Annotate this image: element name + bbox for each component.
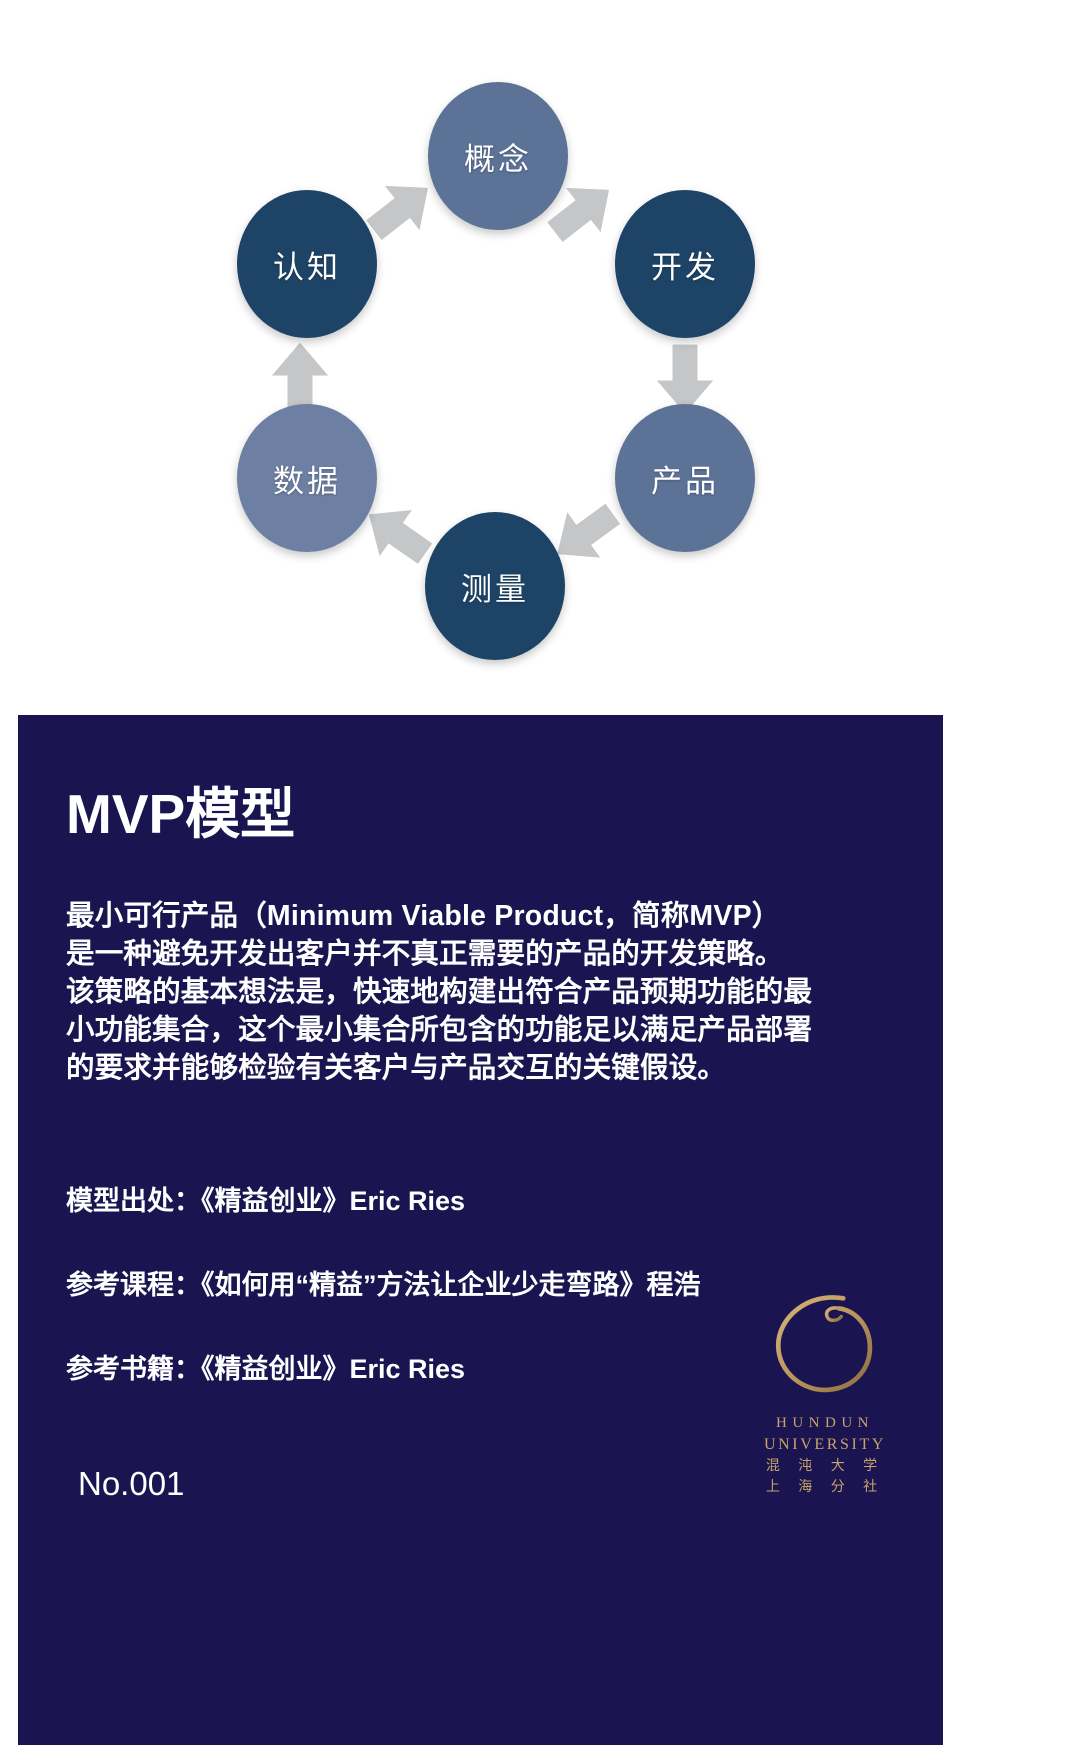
content-panel: MVP模型 最小可行产品（Minimum Viable Product，简称MV… [18, 715, 943, 1745]
diagram-node-data[interactable]: 数据 [237, 404, 377, 552]
reference-model-source: 模型出处：《精益创业》Eric Ries [66, 1186, 466, 1216]
arrow-data-to-learn-icon [261, 338, 339, 416]
diagram-node-product-label: 产品 [651, 463, 719, 500]
diagram-node-develop-label: 开发 [651, 249, 719, 286]
hundun-university-logo: HUNDUN UNIVERSITY 混 沌 大 学 上 海 分 社 [745, 1280, 905, 1498]
diagram-node-learn[interactable]: 认知 [237, 190, 377, 338]
mvp-cycle-diagram: 概念 开发 产品 测量 数据 认知 [18, 0, 943, 793]
diagram-node-learn-label: 认知 [273, 249, 341, 286]
page-title: MVP模型 [66, 783, 296, 845]
enso-circle-icon [761, 1280, 889, 1402]
logo-line-hundun-cn: 混 沌 大 学 [765, 1458, 885, 1474]
logo-line-hundun: HUNDUN [776, 1415, 874, 1431]
diagram-stage: 概念 开发 产品 测量 数据 认知 [18, 0, 943, 793]
body-description: 最小可行产品（Minimum Viable Product，简称MVP） 是一种… [66, 897, 926, 1087]
arrow-measure-to-data-icon [358, 495, 436, 573]
diagram-node-concept[interactable]: 概念 [428, 82, 568, 230]
logo-line-branch-cn: 上 海 分 社 [765, 1479, 885, 1495]
arrow-product-to-measure-icon [546, 495, 624, 573]
diagram-node-develop[interactable]: 开发 [615, 190, 755, 338]
body-line: 小功能集合，这个最小集合所包含的功能足以满足产品部署 [66, 1014, 813, 1046]
arrow-develop-to-product-icon [646, 340, 724, 418]
reference-course: 参考课程：《如何用“精益”方法让企业少走弯路》程浩 [66, 1270, 701, 1300]
diagram-node-concept-label: 概念 [464, 141, 532, 178]
body-line: 的要求并能够检验有关客户与产品交互的关键假设。 [66, 1052, 727, 1084]
diagram-node-product[interactable]: 产品 [615, 404, 755, 552]
body-line: 是一种避免开发出客户并不真正需要的产品的开发策略。 [66, 938, 784, 970]
arrow-learn-to-concept-icon [362, 170, 440, 248]
reference-list: 模型出处：《精益创业》Eric Ries 参考课程：《如何用“精益”方法让企业少… [66, 1179, 886, 1431]
diagram-node-measure-label: 测量 [461, 571, 529, 608]
page-number: No.001 [78, 1465, 185, 1502]
body-line: 该策略的基本想法是，快速地构建出符合产品预期功能的最 [66, 976, 813, 1008]
body-line: 最小可行产品（Minimum Viable Product，简称MVP） [66, 900, 781, 932]
diagram-node-measure[interactable]: 测量 [425, 512, 565, 660]
diagram-node-data-label: 数据 [273, 463, 341, 500]
arrow-concept-to-develop-icon [543, 172, 621, 250]
reference-book: 参考书籍：《精益创业》Eric Ries [66, 1354, 466, 1384]
logo-line-university: UNIVERSITY [764, 1436, 886, 1453]
